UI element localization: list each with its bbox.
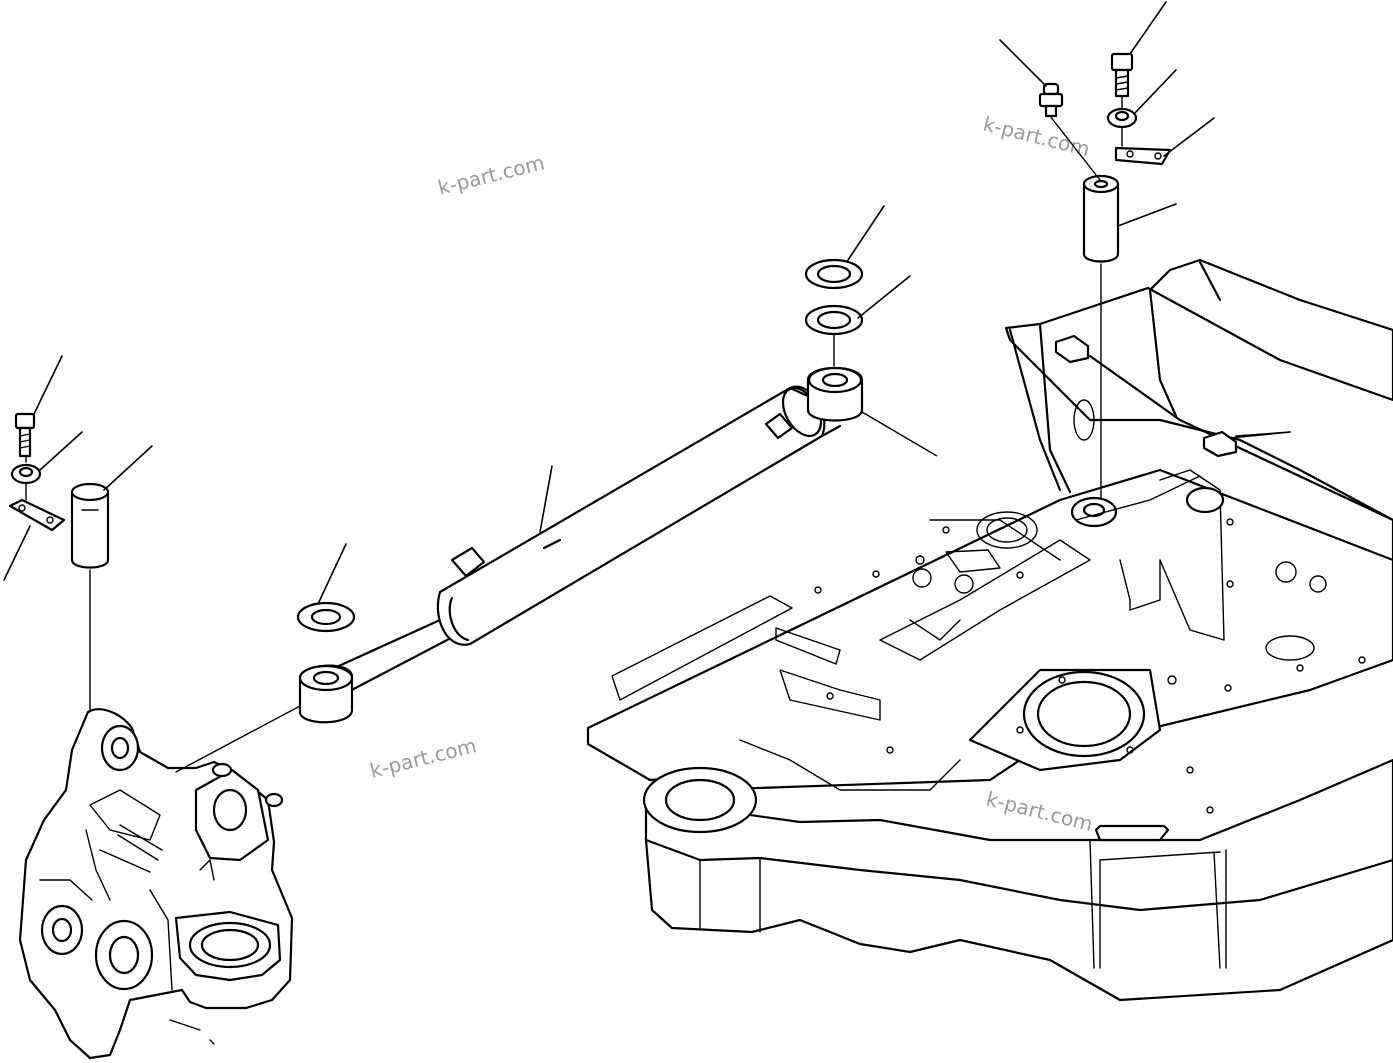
leader-line — [847, 205, 885, 261]
leader-line — [1163, 117, 1215, 157]
leader-line — [1133, 69, 1177, 115]
shim-washer — [296, 601, 356, 633]
watermark: k-part.com — [984, 787, 1095, 837]
leader-line — [39, 431, 83, 471]
leader-line — [857, 275, 911, 319]
main-frame — [586, 258, 1393, 1002]
right-washer — [1106, 107, 1138, 129]
right-assembly-line — [1049, 115, 1101, 181]
watermark: k-part.com — [367, 733, 478, 783]
watermark: k-part.com — [981, 112, 1092, 162]
leader-line — [1229, 431, 1291, 439]
leader-line — [999, 39, 1047, 87]
left-pin — [70, 482, 110, 569]
left-bolt — [14, 412, 36, 458]
grease-fitting — [1038, 82, 1064, 118]
right-bolt — [1110, 52, 1134, 98]
leader-line — [317, 543, 347, 605]
leader-line — [3, 525, 31, 581]
leader-line — [33, 355, 63, 415]
leader-line — [1117, 203, 1177, 227]
shim-washer — [804, 258, 864, 290]
leader-line — [103, 445, 153, 491]
leader-line — [539, 465, 553, 533]
shim-washer — [804, 304, 864, 336]
hydraulic-cylinder — [298, 366, 864, 724]
left-bracket — [18, 708, 294, 1060]
right-pin — [1082, 174, 1120, 263]
left-washer — [10, 463, 42, 485]
left-lock-plate — [8, 498, 66, 532]
leader-line — [1129, 1, 1167, 55]
right-lock-plate — [1114, 146, 1172, 166]
assembly-line — [175, 705, 301, 773]
watermark: k-part.com — [435, 150, 546, 200]
